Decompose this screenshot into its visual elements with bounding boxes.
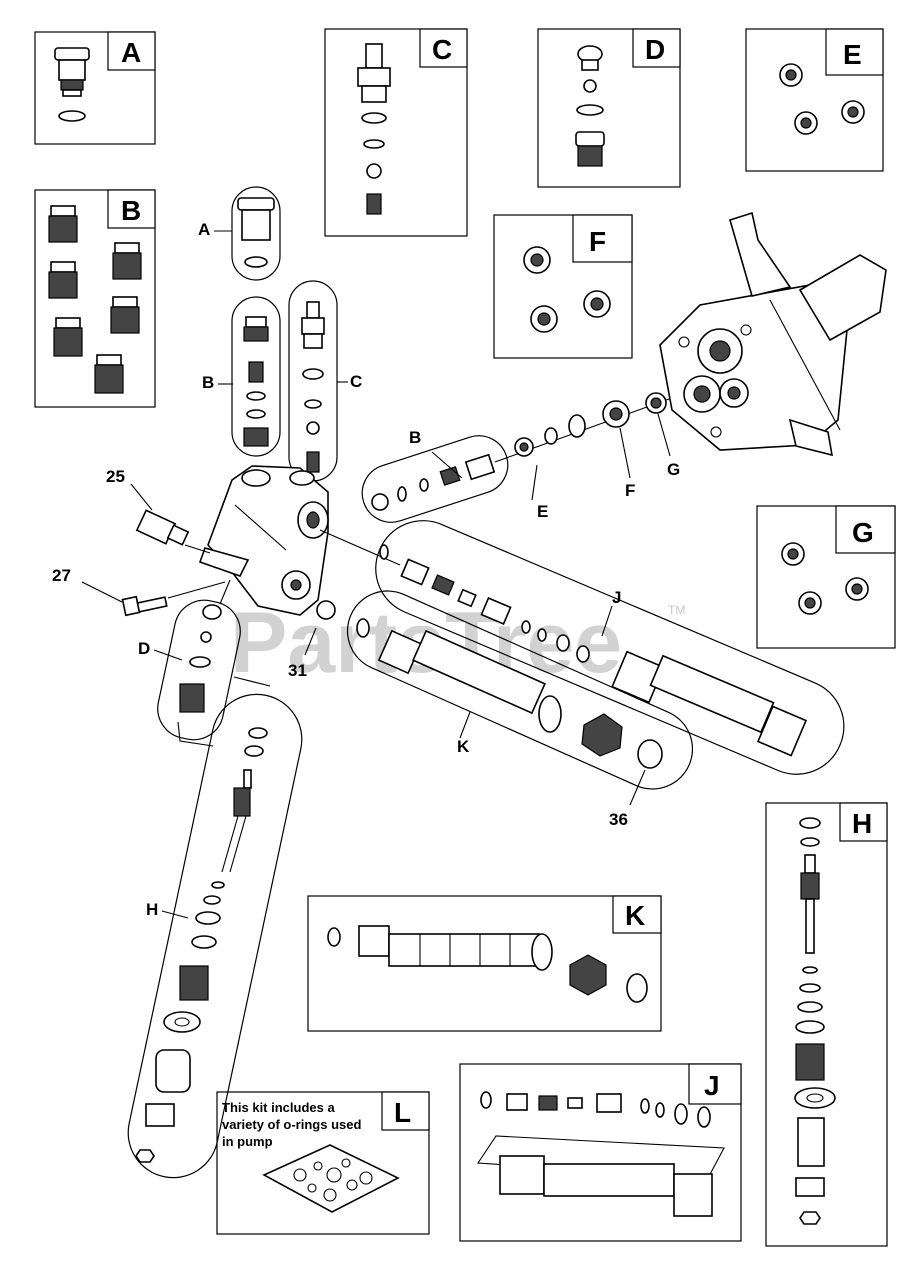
kit-box-letter-d: D <box>645 34 665 65</box>
part-25-fitting <box>130 483 211 554</box>
kit-box-j[interactable]: J <box>459 1063 742 1242</box>
callout-b-left: B <box>202 373 214 392</box>
kit-box-letter-c: C <box>432 34 452 65</box>
callout-31: 31 <box>288 661 307 680</box>
seal-icon <box>781 542 869 615</box>
callout-a: A <box>198 220 210 239</box>
o-ring-icon <box>58 110 86 122</box>
kit-box-c[interactable]: C <box>324 28 468 237</box>
kit-box-l[interactable]: L This kit includes a variety of o-rings… <box>216 1091 430 1235</box>
kit-box-a[interactable]: A <box>34 31 156 145</box>
callout-e: E <box>537 502 548 521</box>
kit-box-g[interactable]: G <box>756 505 896 649</box>
callout-d: D <box>138 639 150 658</box>
kit-l-description-line-2: variety of o-rings used <box>222 1117 361 1132</box>
callout-b-right: B <box>409 428 421 447</box>
kit-box-letter-f: F <box>589 226 606 257</box>
kit-box-e[interactable]: E <box>745 28 884 172</box>
assembly-group-b-left <box>231 296 281 457</box>
piston-assembly-icon <box>794 817 836 1225</box>
kit-box-letter-g: G <box>852 517 874 548</box>
callout-h: H <box>146 900 158 919</box>
kit-l-description-line-3: in pump <box>222 1134 273 1149</box>
hose-adapter-icon <box>477 1091 725 1217</box>
kit-box-letter-b: B <box>121 195 141 226</box>
callout-25: 25 <box>106 467 125 486</box>
pump-manifold <box>198 465 329 616</box>
callout-27: 27 <box>52 566 71 585</box>
callout-k: K <box>457 737 470 756</box>
assembly-group-c <box>288 280 338 482</box>
kit-box-h[interactable]: H <box>765 802 888 1247</box>
check-valve-cap-icon <box>54 47 90 97</box>
kit-l-description-line-1: This kit includes a <box>222 1100 335 1115</box>
kit-box-letter-l: L <box>394 1097 411 1128</box>
kit-box-d[interactable]: D <box>537 28 681 188</box>
assembly-group-k <box>304 590 694 806</box>
assembly-group-b-right <box>361 435 509 523</box>
callout-f: F <box>625 481 635 500</box>
injector-valve-icon <box>575 45 605 167</box>
kit-box-b[interactable]: B <box>34 189 156 408</box>
seal-icon <box>779 63 865 135</box>
callout-c: C <box>350 372 362 391</box>
assembly-group-d <box>157 579 241 747</box>
callout-g: G <box>667 460 680 479</box>
assembly-group-h <box>127 676 303 1179</box>
valve-cage-icon <box>48 205 142 394</box>
watermark-trademark: TM <box>668 603 685 617</box>
kit-box-f[interactable]: F <box>493 214 633 359</box>
filter-assembly-icon <box>327 925 648 1003</box>
assembly-group-a <box>231 186 281 281</box>
callout-j: J <box>612 588 621 607</box>
callout-36: 36 <box>609 810 628 829</box>
kit-box-k[interactable]: K <box>307 895 662 1032</box>
seal-row <box>494 392 681 501</box>
kit-box-letter-e: E <box>843 39 862 70</box>
kit-box-letter-j: J <box>704 1070 720 1101</box>
pump-housing <box>659 211 887 457</box>
kit-box-letter-a: A <box>121 37 141 68</box>
unloader-valve-icon <box>357 43 391 215</box>
seal-icon <box>523 246 611 333</box>
kit-box-letter-k: K <box>625 900 645 931</box>
o-ring-kit-card-icon <box>262 1144 400 1213</box>
part-27-screw <box>81 581 226 617</box>
assembly-group-j <box>319 520 845 775</box>
kit-box-letter-h: H <box>852 808 872 839</box>
